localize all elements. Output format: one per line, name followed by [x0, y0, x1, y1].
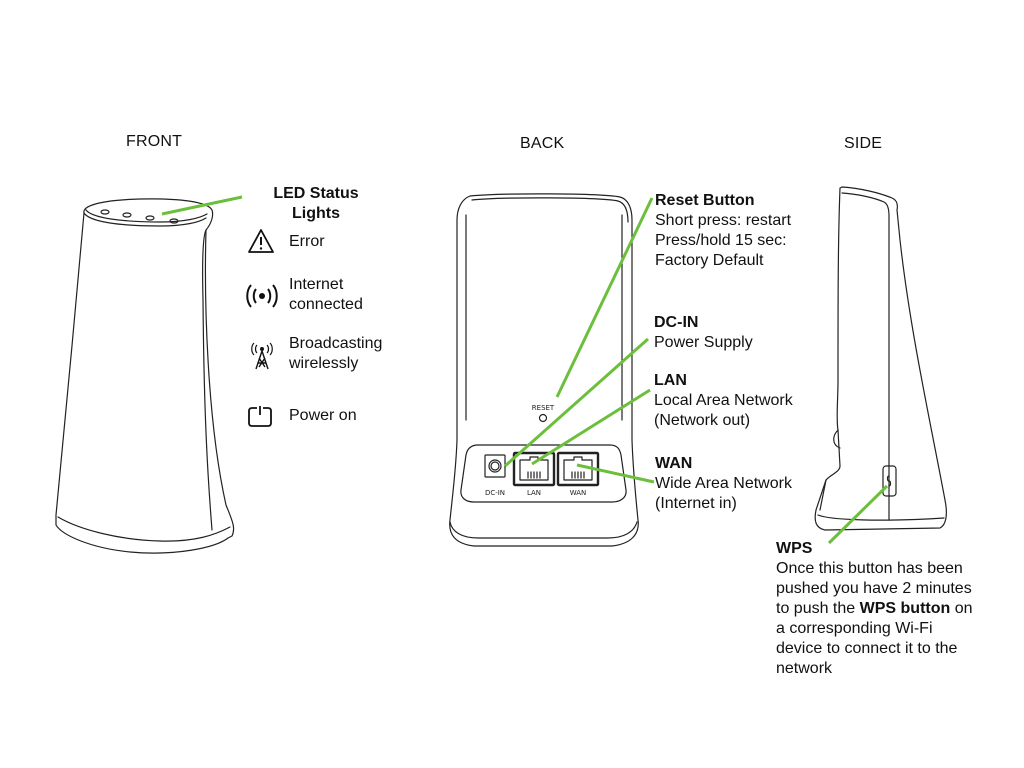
back-device-illustration [449, 193, 639, 547]
led-leader-line [161, 195, 243, 216]
led-title-line2: Lights [292, 205, 340, 222]
lan-label: LAN Local Area Network (Network out) [654, 372, 793, 429]
antenna-tower-icon [247, 342, 277, 372]
reset-leader-line [555, 197, 654, 398]
front-view-title: FRONT [126, 133, 183, 150]
lan-marking: LAN [527, 489, 541, 497]
front-device-illustration [55, 198, 235, 554]
led-power-label: Power on [289, 407, 357, 424]
wps-label: WPS Once this button has been pushed you… [776, 540, 973, 677]
side-device-illustration [814, 186, 947, 531]
wan-leader-line [576, 463, 655, 484]
led-title-line1: LED Status [273, 185, 359, 202]
led-error-label: Error [289, 233, 325, 250]
side-view-title: SIDE [844, 135, 883, 152]
led-internet-label: Internet connected [289, 276, 363, 313]
wan-label: WAN Wide Area Network (Internet in) [655, 455, 792, 512]
power-icon [247, 402, 277, 432]
wps-leader-line [827, 484, 889, 545]
dcin-marking: DC-IN [485, 489, 505, 497]
reset-button-label: Reset Button Short press: restart Press/… [655, 192, 792, 269]
warning-triangle-icon [246, 226, 276, 256]
lan-leader-line [531, 388, 651, 466]
dcin-label: DC-IN Power Supply [654, 314, 753, 351]
dcin-leader-line [504, 337, 649, 468]
back-view-title: BACK [520, 135, 565, 152]
broadcast-signal-icon [245, 281, 278, 311]
led-status-title: LED Status Lights [272, 184, 360, 224]
reset-marking: RESET [532, 404, 555, 412]
wan-marking: WAN [570, 489, 587, 497]
led-broadcasting-label: Broadcasting wirelessly [289, 335, 383, 372]
